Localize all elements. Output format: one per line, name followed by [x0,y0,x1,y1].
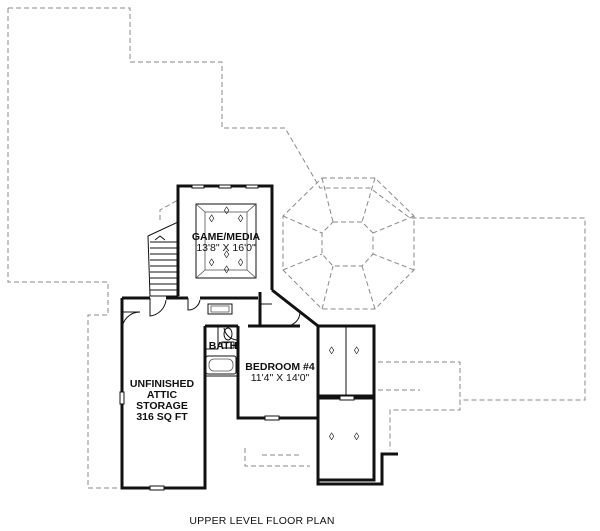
attic-window [149,485,165,491]
game-media-size: 13'8" X 16'0" [196,242,256,254]
svg-text:◊: ◊ [238,213,244,225]
svg-text:◊: ◊ [354,345,360,357]
staircase [147,221,179,297]
svg-text:◊: ◊ [329,345,335,357]
svg-text:◊: ◊ [209,257,215,269]
svg-text:◊: ◊ [209,213,215,225]
svg-text:◊: ◊ [224,249,230,261]
attic-label-line4: 316 SQ FT [136,411,188,423]
attic-side-window [119,391,125,405]
bedroom-4-label: BEDROOM #4 [245,361,315,373]
svg-text:◊: ◊ [329,431,335,443]
svg-text:◊: ◊ [354,431,360,443]
bedroom-4-size: 11'4" X 14'0" [251,372,310,384]
game-media-room: ◊ ◊ ◊ ◊ ◊ ◊ ◊ [176,184,274,296]
svg-text:◊: ◊ [238,257,244,269]
attic-label-line3: STORAGE [136,400,188,412]
svg-text:◊: ◊ [224,264,230,276]
attic-label-line2: ATTIC [147,389,178,401]
attic-label-line1: UNFINISHED [130,378,195,390]
bath-fixtures [205,326,237,375]
bath-label: BATH [209,340,237,352]
plan-caption: UPPER LEVEL FLOOR PLAN [189,515,334,527]
octagon-roof [282,177,415,310]
svg-text:◊: ◊ [224,205,230,217]
bedroom-4 [264,415,280,421]
closets: ◊ ◊ ◊ ◊ [316,324,398,486]
game-media-label: GAME/MEDIA [192,231,261,243]
lower-level-outline [7,7,586,489]
